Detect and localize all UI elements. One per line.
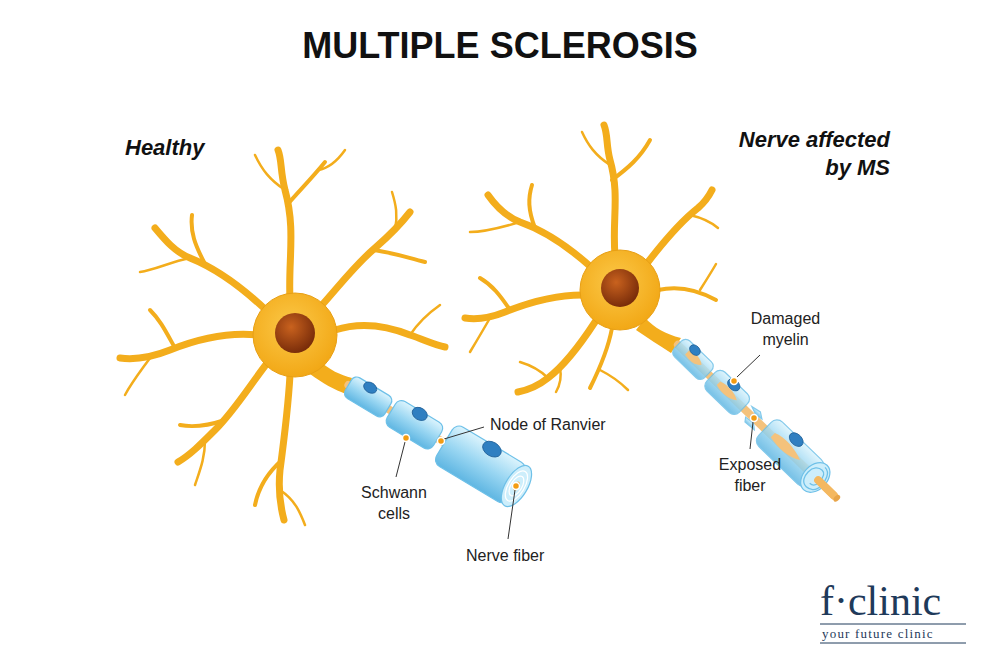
label-holder: Schwann cells	[350, 482, 438, 524]
dendrites-part	[700, 264, 716, 290]
label-holder: Exposed fiber	[706, 454, 794, 496]
dendrites-part	[125, 358, 150, 395]
dendrites-part	[155, 228, 268, 312]
dendrites-part	[658, 288, 716, 300]
dendrites-part	[392, 192, 396, 230]
myelinated-axon-part	[384, 398, 446, 452]
leader-lines	[396, 355, 760, 539]
label-holder: Nerve affected by MS	[712, 126, 890, 182]
logo-rules-part	[820, 643, 966, 644]
dendrites-part	[520, 362, 548, 378]
label-holder: Damaged myelin	[738, 308, 833, 350]
label-holder: Healthy	[125, 134, 204, 162]
leader-lines-part	[751, 415, 758, 422]
dendrites-part	[180, 420, 225, 426]
part-label: Exposed fiber	[706, 454, 794, 496]
panel-heading: Healthy	[125, 134, 204, 162]
dendrites-part	[648, 190, 712, 262]
nucleus	[601, 269, 639, 307]
affected-neuron	[465, 125, 852, 512]
cell-body	[580, 250, 660, 330]
dendrites-part	[255, 460, 282, 505]
myelinated-axon-part	[480, 438, 504, 460]
dendrites-part	[690, 215, 718, 228]
logo-rules	[820, 624, 966, 643]
myelinated-axon-part	[342, 375, 394, 419]
cell-body	[253, 293, 337, 377]
dendrites-part	[480, 278, 510, 310]
leader-lines-part	[737, 355, 760, 377]
dendrites-part	[465, 295, 582, 319]
dendrites-part	[600, 370, 628, 390]
leader-lines-part	[731, 378, 738, 385]
myelinated-axon-part	[410, 405, 430, 424]
title-holder: MULTIPLE SCLEROSIS	[0, 24, 1000, 68]
damaged-axon-part	[787, 430, 806, 449]
dendrites	[465, 125, 718, 392]
myelinated-axon-part	[506, 474, 527, 499]
myelinated-axon-part	[511, 480, 521, 492]
dendrites-part	[178, 362, 268, 462]
leader-lines-part	[396, 442, 405, 477]
dendrites-part	[255, 155, 285, 190]
dendrites-part	[278, 150, 291, 300]
dendrites-part	[120, 334, 258, 358]
dendrites-part	[604, 125, 615, 255]
myelinated-axon-part	[501, 467, 532, 504]
dendrites-part	[287, 162, 325, 205]
leader-lines-part	[750, 422, 753, 449]
diagram-title: MULTIPLE SCLEROSIS	[0, 24, 1000, 68]
part-label: Node of Ranvier	[490, 414, 606, 436]
logo-tagline: your future clinic	[822, 626, 934, 641]
dendrites-part	[280, 490, 305, 525]
dendrites-part	[582, 132, 610, 165]
panel-heading: Nerve affected by MS	[712, 126, 890, 182]
dendrites-part	[335, 325, 445, 347]
leader-lines-part	[513, 483, 520, 490]
dendrites-part	[470, 222, 520, 232]
dendrites-part	[410, 305, 440, 335]
myelinated-axon-part	[362, 380, 379, 396]
dendrites-part	[195, 440, 205, 485]
damaged-axon	[663, 328, 852, 512]
dendrites	[120, 150, 445, 525]
nucleus	[275, 313, 315, 353]
damaged-axon-part	[672, 339, 839, 501]
dendrites-part	[318, 150, 345, 170]
leader-lines-part	[444, 427, 484, 439]
myelinated-axon-part	[495, 461, 538, 512]
dendrites-part	[556, 368, 561, 392]
dendrites-part	[488, 195, 592, 268]
dendrites-part	[192, 215, 205, 264]
damaged-axon-part	[702, 367, 752, 417]
damaged-axon-part	[725, 376, 742, 393]
label-holder: Nerve fiber	[466, 545, 544, 567]
healthy-neuron	[120, 150, 539, 525]
dendrites-part	[612, 140, 650, 180]
dendrites-part	[140, 258, 190, 272]
damaged-axon-part	[688, 343, 703, 358]
label-holder: Node of Ranvier	[490, 414, 606, 436]
leader-lines-part	[403, 435, 410, 442]
dendrites-part	[529, 185, 535, 228]
damaged-axon-part	[832, 494, 841, 503]
part-label: Nerve fiber	[466, 545, 544, 567]
part-label: Damaged myelin	[738, 308, 833, 350]
part-label: Schwann cells	[350, 482, 438, 524]
dendrites-part	[470, 318, 490, 352]
leader-lines-part	[508, 490, 515, 539]
dendrites-part	[150, 310, 175, 348]
logo-wordmark: f·clinic	[820, 578, 941, 624]
dendrites-part	[372, 250, 425, 262]
leader-lines-part	[438, 438, 445, 445]
label-holder: f·clinic	[820, 578, 941, 624]
label-holder: your future clinic	[822, 626, 934, 641]
damaged-axon-part	[670, 337, 715, 382]
dendrites-part	[518, 322, 595, 392]
dendrites-part	[590, 328, 612, 388]
